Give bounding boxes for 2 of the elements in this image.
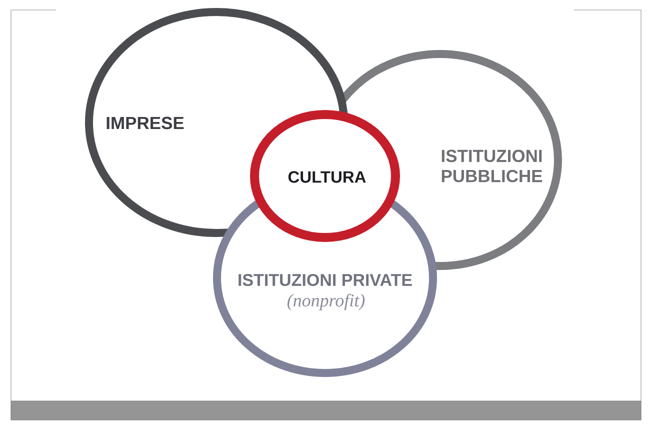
circle-label: ISTITUZIONI PUBBLICHE: [442, 150, 542, 182]
circle-label: IMPRESE: [106, 116, 184, 130]
